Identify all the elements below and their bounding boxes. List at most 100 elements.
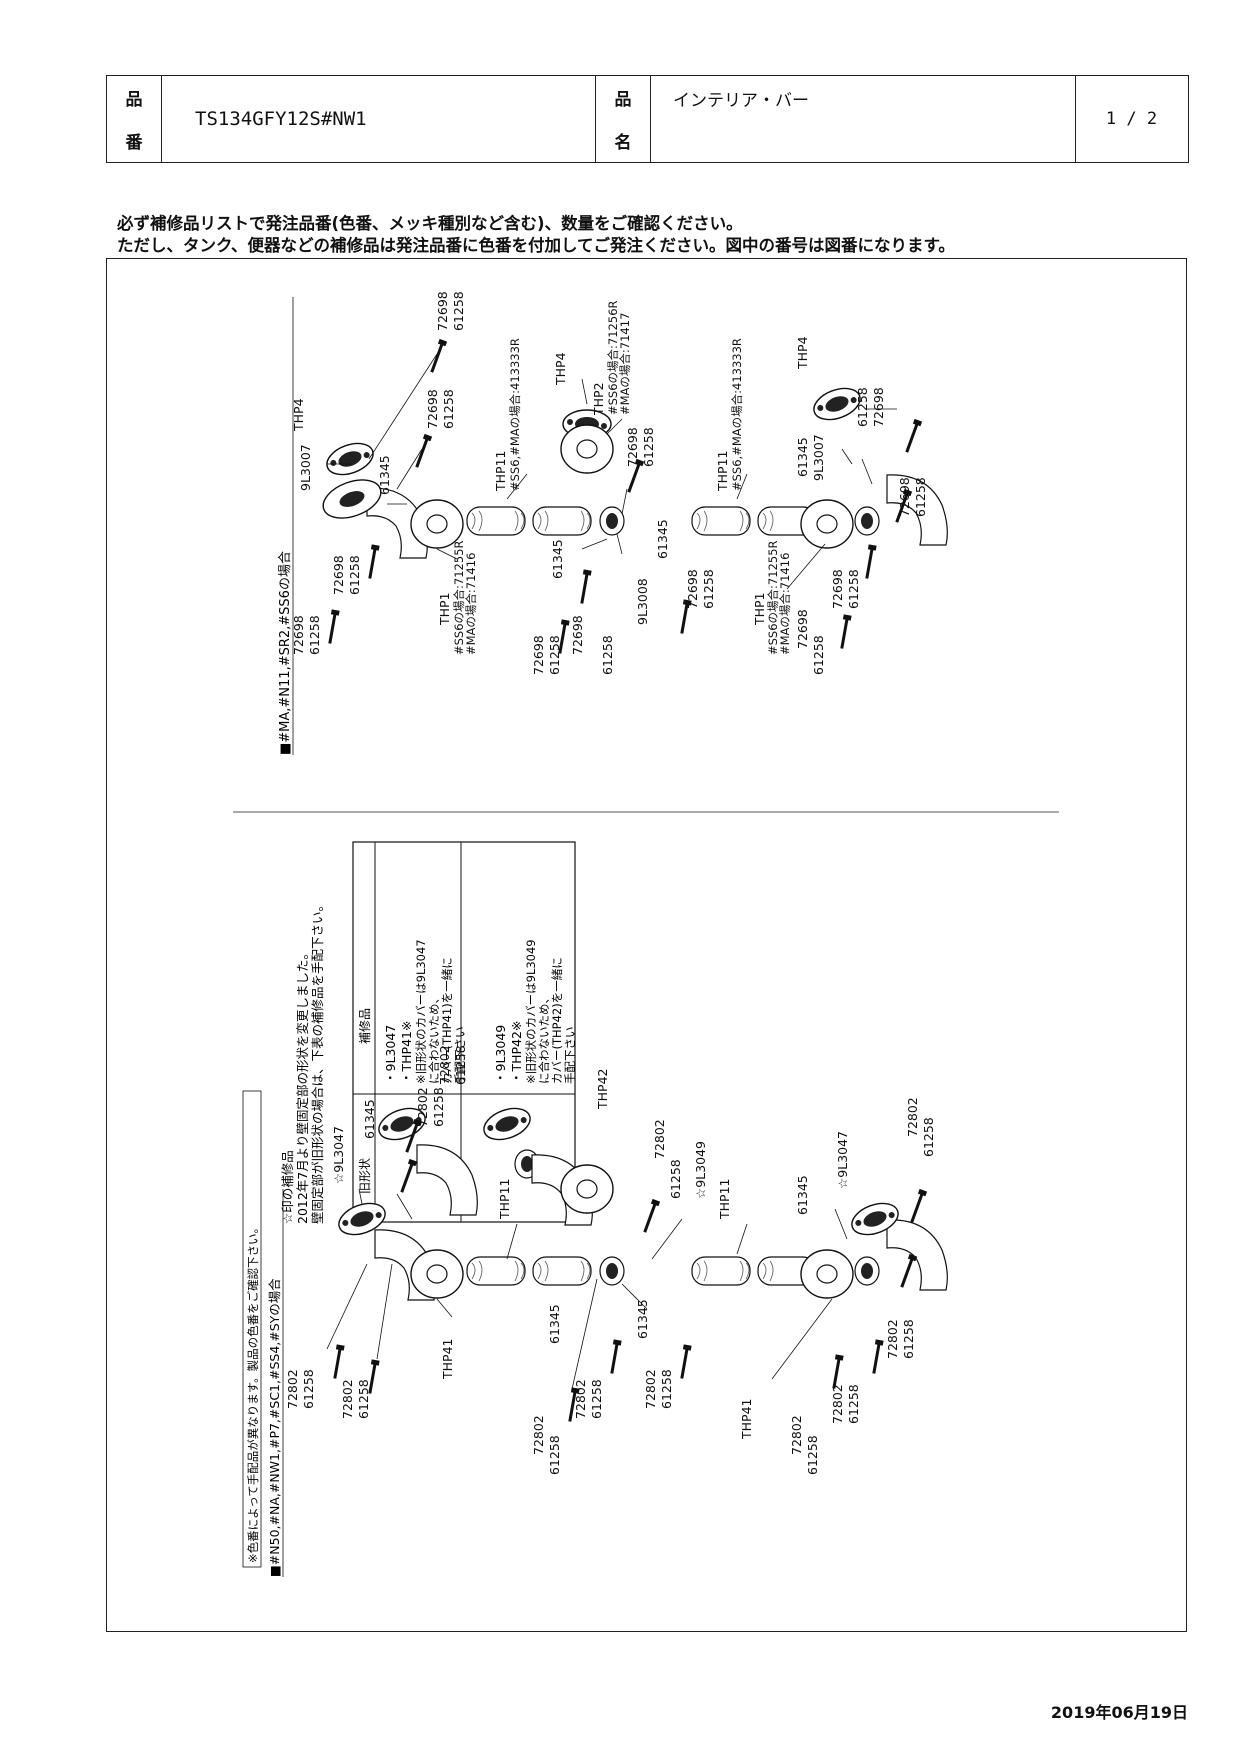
middle-joint-bottom [599,1256,625,1286]
product-name: インテリア・バー [651,76,1076,162]
label-72802: 72802 [789,1415,804,1455]
title-block: 品 番 TS134GFY12S#NW1 品 名 インテリア・バー 1 / 2 [106,75,1189,163]
label-72698: 72698 [331,555,346,595]
label-72802: 72802 [340,1379,355,1419]
exploded-diagram: ■#MA,#N11,#SR2,#SS6の場合 [233,291,1059,1577]
drawing-frame: ■#MA,#N11,#SR2,#SS6の場合 [106,258,1187,1632]
old-shape-info: ☆印の補修品 2012年7月より壁固定部の形状を変更しました。 壁固定部が旧形状… [280,841,593,1226]
label-61258: 61258 [846,1384,861,1424]
label-72802: 72802 [573,1379,588,1419]
label-72698: 72698 [570,615,585,655]
label-thp2: THP2 [591,382,606,416]
star-note: ☆印の補修品 [280,1150,295,1224]
label-thp1-ss6: #SS6の場合:71255R [452,540,466,655]
label-61258: 61258 [668,1159,683,1199]
label-61258: 61258 [453,1045,468,1085]
label-thp11-left: THP11 [493,451,508,492]
label-61258: 61258 [855,387,870,427]
label-61345-left: 61345 [377,455,392,495]
label-72698: 72698 [625,427,640,467]
label-61258: 61258 [600,635,615,675]
label-thp1-right-ss6: #SS6の場合:71255R [766,540,780,655]
label-72698: 72698 [897,477,912,517]
label-thp11-right-sub: #SS6,#MAの場合:413333R [730,338,744,491]
label-72698: 72698 [425,389,440,429]
note-line-1: 必ず補修品リストで発注品番(色番、メッキ種別など含む)、数量をご確認ください。 [117,214,743,233]
label-thp42: THP42 [595,1069,610,1110]
label-61258: 61258 [641,427,656,467]
label-thp41-left: THP41 [440,1339,455,1380]
label-72802: 72802 [437,1045,452,1085]
label-61258: 61258 [701,569,716,609]
issue-date: 2019年06月19日 [1050,1703,1188,1722]
label-thp11-right: THP11 [715,451,730,492]
label-72802: 72802 [905,1097,920,1137]
label-61345-right: 61345 [795,437,810,477]
label-61345-mid-bottom: 61345 [547,1304,562,1344]
label-72802: 72802 [285,1369,300,1409]
row1-part2: ・THP41※ [399,1021,414,1084]
label-9l3007-left: 9L3007 [298,444,313,491]
thp41-ring-right [800,1249,854,1299]
row1-part1: ・9L3047 [383,1025,398,1084]
label-61258: 61258 [846,569,861,609]
old-shape-table [352,841,576,1223]
label-61345-right-bottom: 61345 [795,1175,810,1215]
row2-part1: ・9L3049 [493,1025,508,1084]
thp11-tube-right [691,506,817,536]
label-72698: 72698 [871,387,886,427]
label-61258: 61258 [547,635,562,675]
label-61258: 61258 [589,1379,604,1419]
label-thp2-ma: #MAの場合:71417 [618,313,632,415]
label-72802: 72802 [531,1415,546,1455]
row2-note1: ※旧形状のカバーは9L3049 [524,939,538,1084]
row2-part2: ・THP42※ [509,1021,524,1084]
col-old-shape: 旧形状 [358,1158,372,1194]
label-thp11-left-bottom: THP11 [497,1179,512,1220]
page-number: 1 / 2 [1105,109,1158,129]
label-thp4-left: THP4 [291,398,306,432]
label-thp1-right-ma: #MAの場合:71416 [778,553,792,655]
thp11-tube-left [466,506,592,536]
label-61345-left-bottom: 61345 [362,1099,377,1139]
label-61258: 61258 [301,1369,316,1409]
note-line-2: ただし、タンク、便器などの補修品は発注品番に色番を付加してご発注ください。図中の… [117,236,955,255]
label-9l3008: 9L3008 [635,578,650,625]
color-note-box [242,1090,262,1568]
name-label-top: 品 [614,90,632,110]
label-thp11-right-bottom: THP11 [717,1179,732,1220]
label-thp4-right: THP4 [795,336,810,370]
bottom-diagram: ※色番によって手配品が異なります。製品の色番をご確認下さい。 ■#N50,#NA… [242,1045,948,1577]
row1-note3: カバー(THP41)を一緒に [440,957,454,1084]
label-72698: 72698 [830,569,845,609]
code-label-top: 品 [125,90,143,110]
label-61258: 61258 [347,555,362,595]
row2-note2: に合わないため、 [537,992,551,1084]
thp2-ring [560,424,614,474]
row1-note2: に合わないため、 [427,992,441,1084]
product-code: TS134GFY12S#NW1 [162,76,596,162]
thp4-cover-left [322,479,382,519]
label-thp2-ss6: #SS6の場合:71256R [606,300,620,415]
label-72698: 72698 [291,615,306,655]
label-thp1-ma: #MAの場合:71416 [464,553,478,655]
label-72802: 72802 [885,1319,900,1359]
label-61258: 61258 [659,1369,674,1409]
thp11-tube-left-bottom [466,1256,592,1286]
label-61345-mid2: 61345 [655,519,670,559]
label-9l3047-right: ☆9L3047 [835,1131,850,1189]
label-72698: 72698 [435,291,450,331]
label-61258: 61258 [307,615,322,655]
color-note: ※色番によって手配品が異なります。製品の色番をご確認下さい。 [246,1222,260,1563]
change-note: 2012年7月より壁固定部の形状を変更しました。 [295,947,310,1224]
thp11-tube-right-bottom [691,1256,817,1286]
label-thp1-right: THP1 [752,592,767,626]
name-label-bottom: 名 [614,133,632,153]
label-72802: 72802 [415,1087,430,1127]
row1-note4: 手配下さい [453,1027,467,1085]
label-61258: 61258 [921,1117,936,1157]
label-61258: 61258 [811,635,826,675]
row2-note3: カバー(THP42)を一緒に [550,957,564,1084]
label-61258: 61258 [431,1087,446,1127]
top-diagram: ■#MA,#N11,#SR2,#SS6の場合 [278,291,948,755]
